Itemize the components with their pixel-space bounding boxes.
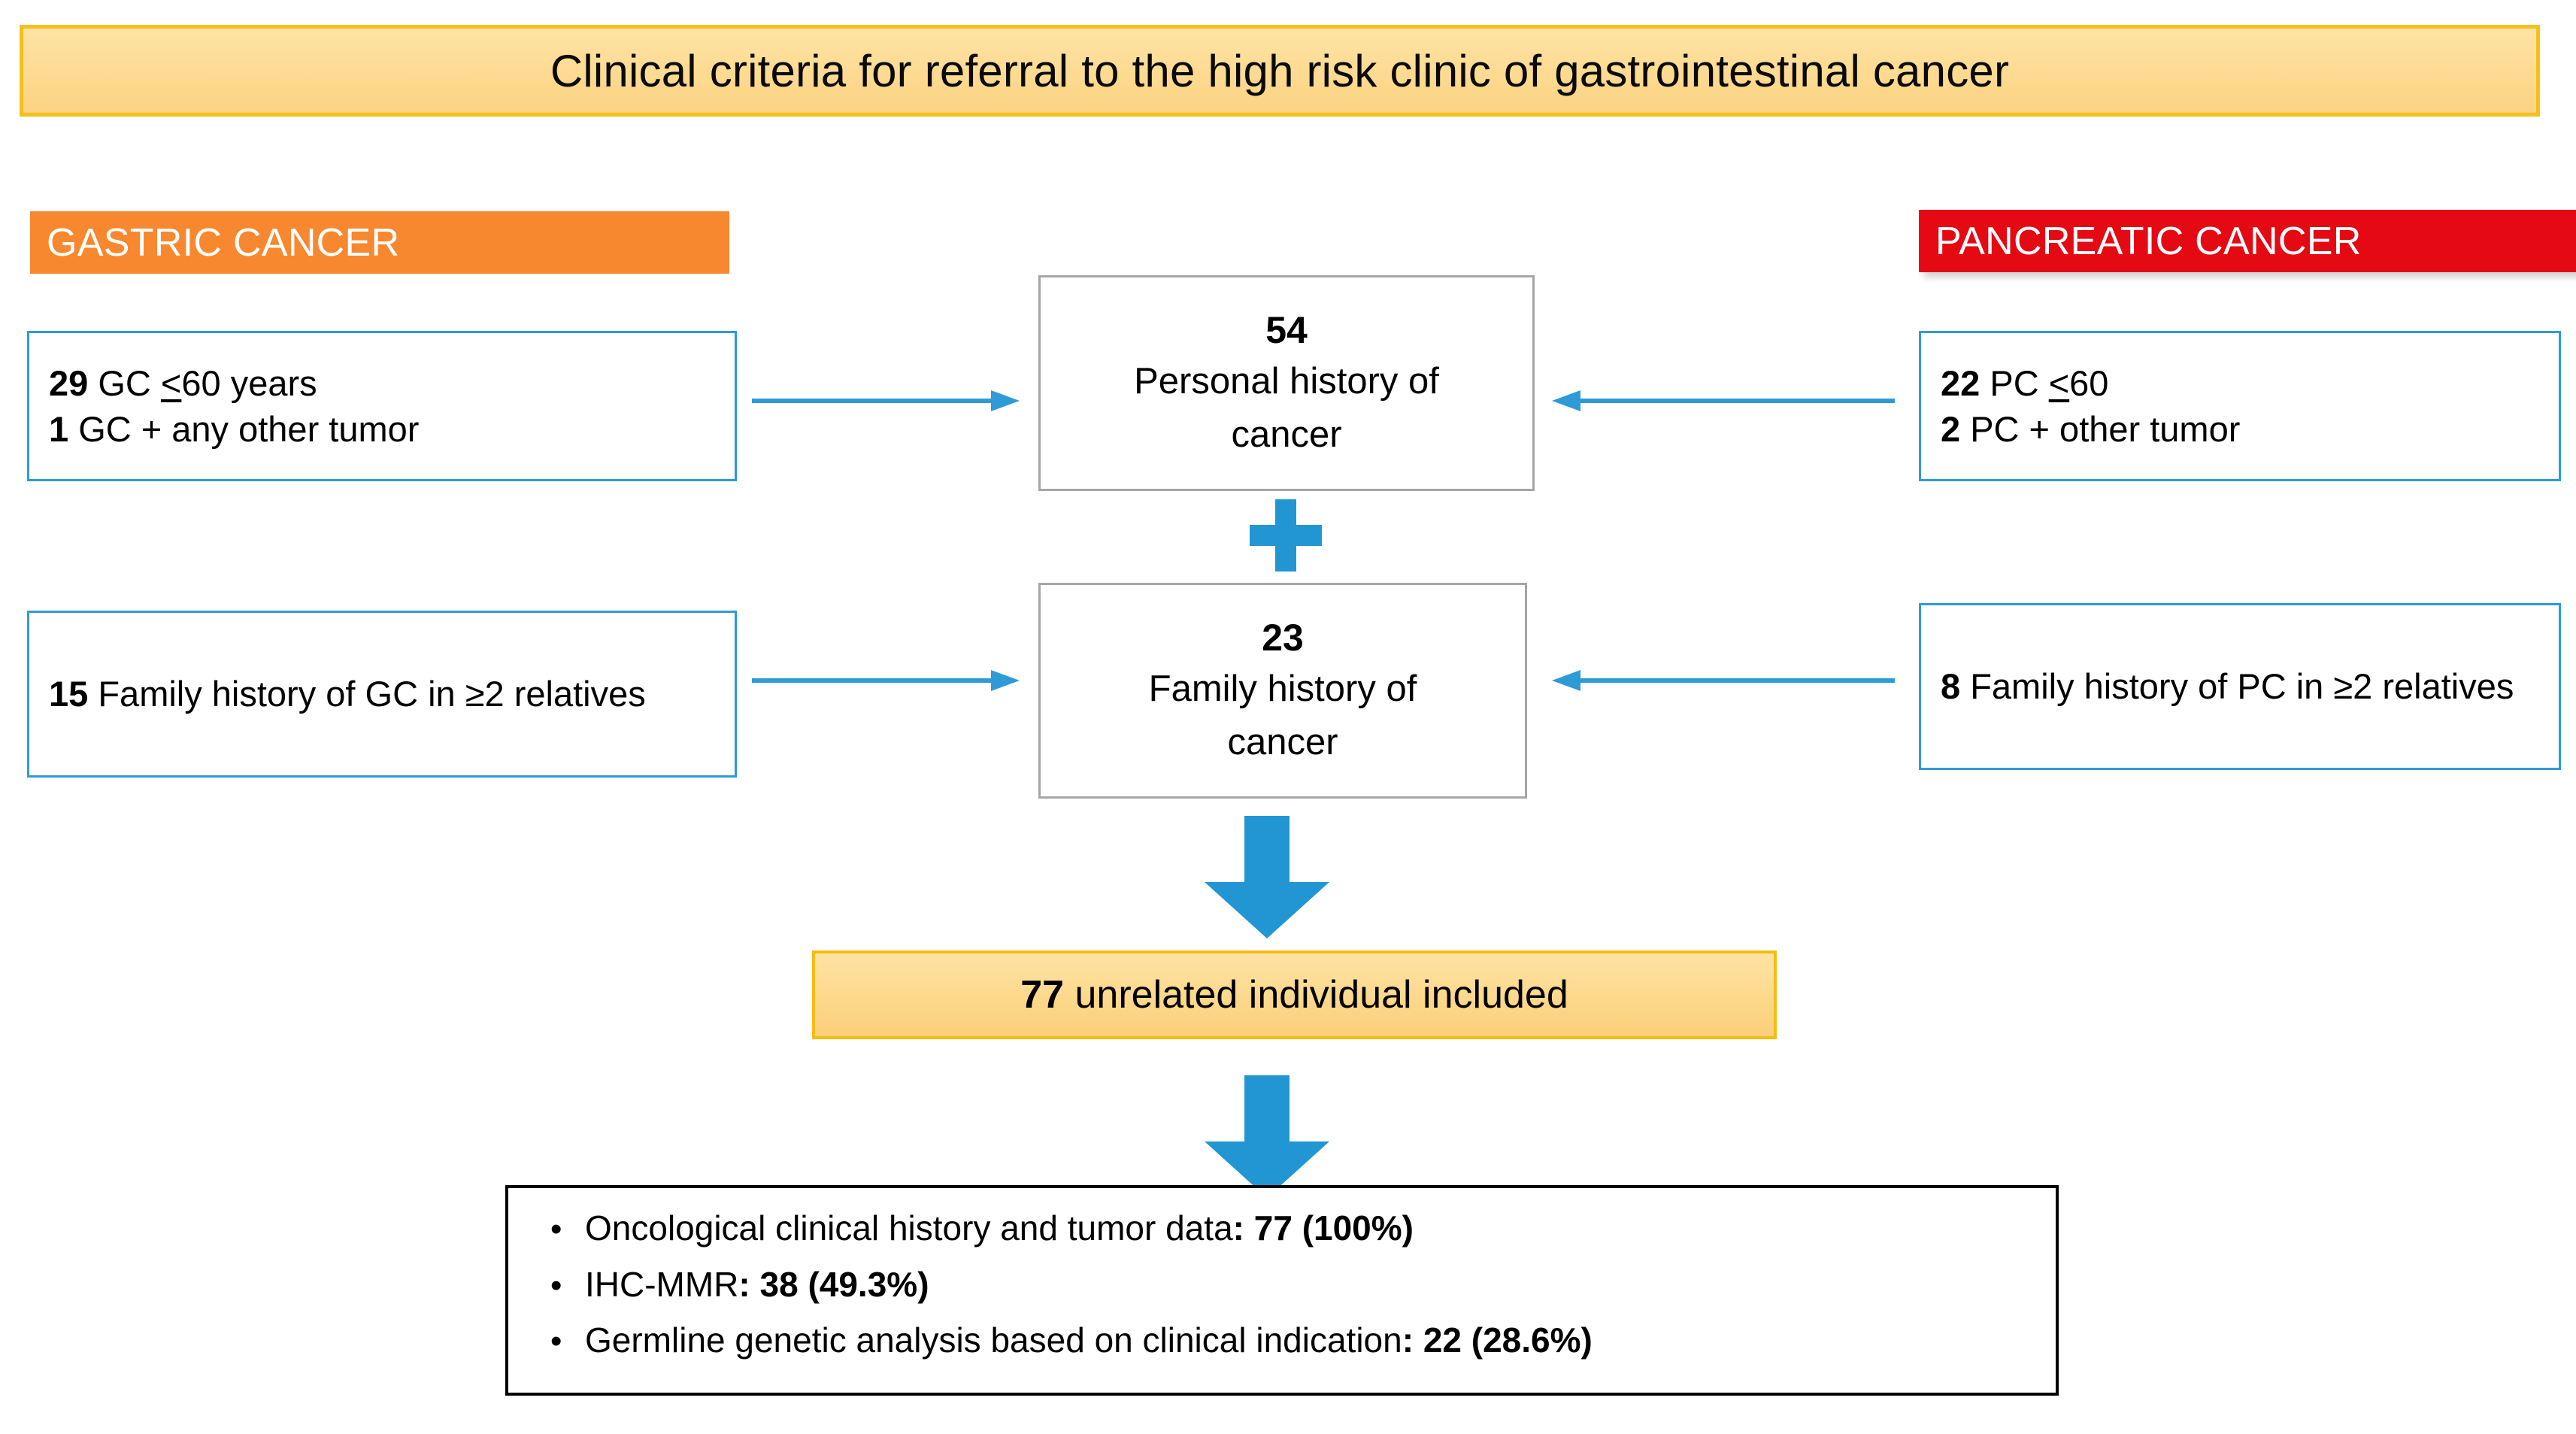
gastric-family-count: 15 (49, 674, 89, 714)
pancreatic-criteria-line-2: 2 PC + other tumor (1941, 406, 2539, 452)
personal-history-label-line2: cancer (1231, 414, 1342, 455)
gastric-family-criteria-line: 15 Family history of GC in ≥2 relatives (49, 671, 715, 717)
page-title: Clinical criteria for referral to the hi… (550, 45, 2010, 96)
pancreatic-criteria-count-2: 2 (1941, 409, 1961, 449)
bullet-icon: • (550, 1211, 562, 1248)
pancreatic-family-criteria-line: 8 Family history of PC in ≥2 relatives (1941, 663, 2539, 709)
results-item-text-1: Oncological clinical history and tumor d… (585, 1209, 1414, 1248)
results-item-value-1: : 77 (100%) (1232, 1208, 1414, 1248)
gastric-criteria-count-1: 29 (49, 362, 89, 403)
arrow-gastric-personal-to-center (752, 390, 1020, 411)
results-box: • Oncological clinical history and tumor… (505, 1185, 2059, 1396)
summary-text-wrapper: 77 unrelated individual included (1020, 972, 1568, 1017)
pancreatic-cancer-label: PANCREATIC CANCER (1935, 219, 2362, 263)
gastric-criteria-text-1a: GC (88, 362, 161, 403)
gastric-criteria-line-1: 29 GC <60 years (49, 360, 715, 406)
results-item-value-3: : 22 (28.6%) (1402, 1320, 1593, 1360)
gastric-criteria-operator-1: < (160, 362, 182, 403)
summary-count: 77 (1020, 973, 1065, 1017)
personal-history-box: 54 Personal history of cancer (1038, 275, 1535, 491)
personal-history-count: 54 (1265, 308, 1308, 351)
summary-bar: 77 unrelated individual included (812, 950, 1777, 1039)
family-history-box: 23 Family history of cancer (1038, 583, 1527, 799)
gastric-criteria-text-2a: GC + any other tumor (68, 409, 420, 449)
bullet-icon: • (550, 1323, 562, 1360)
down-arrow-to-summary-icon (1205, 816, 1329, 938)
arrow-pancreatic-family-to-center (1552, 670, 1895, 691)
pancreatic-cancer-header-chip: PANCREATIC CANCER (1919, 210, 2576, 272)
gastric-family-criteria-box: 15 Family history of GC in ≥2 relatives (27, 611, 737, 778)
results-list-item: • Germline genetic analysis based on cli… (508, 1321, 2056, 1360)
pancreatic-family-criteria-box: 8 Family history of PC in ≥2 relatives (1919, 603, 2561, 770)
family-history-count: 23 (1262, 616, 1304, 659)
down-arrow-to-results-icon (1205, 1075, 1329, 1198)
results-list-item: • IHC-MMR: 38 (49.3%) (508, 1264, 2056, 1304)
personal-history-label-line1: Personal history of (1134, 360, 1439, 402)
gastric-cancer-header-chip: GASTRIC CANCER (30, 211, 729, 274)
family-history-label-line2: cancer (1227, 721, 1338, 762)
results-item-value-2: : 38 (49.3%) (738, 1264, 929, 1304)
results-item-label-2: IHC-MMR (585, 1264, 739, 1304)
bullet-icon: • (550, 1266, 562, 1304)
results-item-text-3: Germline genetic analysis based on clini… (585, 1321, 1593, 1360)
results-list-item: • Oncological clinical history and tumor… (508, 1209, 2056, 1248)
pancreatic-criteria-text-1b: 60 (2069, 362, 2109, 403)
family-history-label-line1: Family history of (1148, 668, 1417, 709)
gastric-criteria-count-2: 1 (49, 409, 69, 449)
gastric-personal-criteria-box: 29 GC <60 years 1 GC + any other tumor (27, 331, 737, 481)
pancreatic-family-text: Family history of PC in ≥2 relatives (1960, 666, 2514, 707)
title-banner: Clinical criteria for referral to the hi… (20, 25, 2540, 117)
results-item-label-1: Oncological clinical history and tumor d… (585, 1208, 1233, 1248)
pancreatic-criteria-text-2a: PC + other tumor (1960, 409, 2241, 449)
gastric-criteria-line-2: 1 GC + any other tumor (49, 406, 715, 452)
gastric-criteria-text-1b: 60 years (181, 362, 317, 403)
gastric-family-text: Family history of GC in ≥2 relatives (88, 674, 646, 714)
pancreatic-family-count: 8 (1941, 666, 1961, 707)
gastric-cancer-label: GASTRIC CANCER (47, 220, 400, 265)
arrow-gastric-family-to-center (752, 670, 1020, 691)
summary-label: unrelated individual included (1064, 973, 1568, 1017)
pancreatic-criteria-text-1a: PC (1980, 362, 2049, 403)
plus-icon (1250, 499, 1322, 571)
arrow-pancreatic-personal-to-center (1552, 390, 1895, 411)
pancreatic-personal-criteria-box: 22 PC <60 2 PC + other tumor (1919, 331, 2561, 481)
pancreatic-criteria-line-1: 22 PC <60 (1941, 360, 2539, 406)
pancreatic-criteria-operator-1: < (2048, 362, 2070, 403)
results-item-label-3: Germline genetic analysis based on clini… (585, 1320, 1402, 1360)
pancreatic-criteria-count-1: 22 (1941, 362, 1980, 403)
results-item-text-2: IHC-MMR: 38 (49.3%) (585, 1264, 929, 1304)
